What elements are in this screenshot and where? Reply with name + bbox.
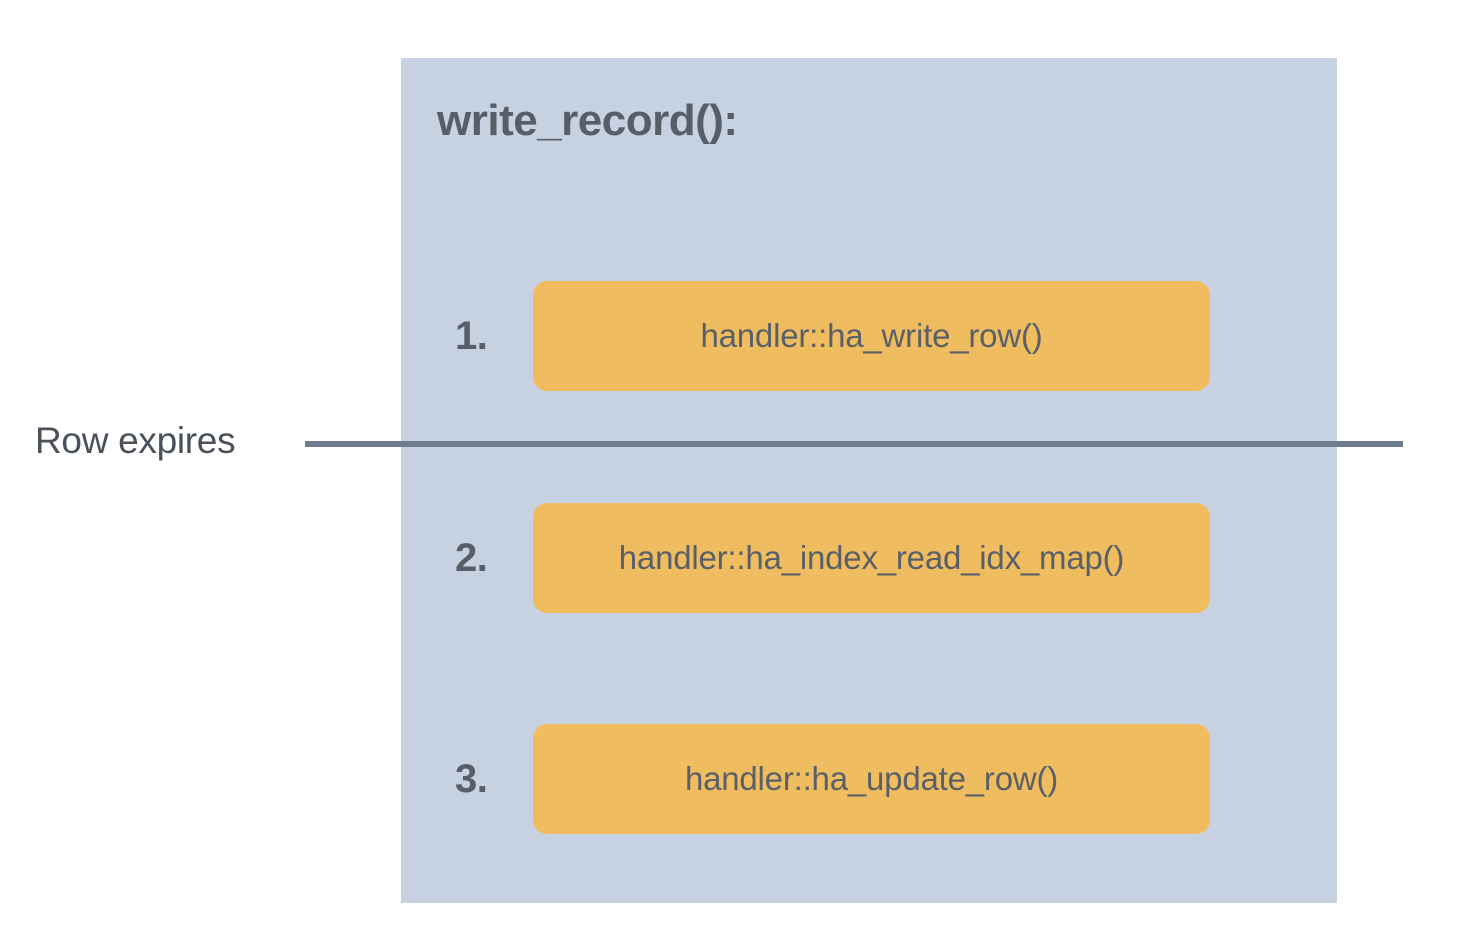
row-expires-line — [305, 441, 1403, 447]
step-row-1: 1. handler::ha_write_row() — [440, 281, 1210, 391]
step-box-3[interactable]: handler::ha_update_row() — [533, 724, 1210, 834]
row-expires-label: Row expires — [35, 420, 236, 461]
step-box-label-3: handler::ha_update_row() — [684, 760, 1059, 797]
step-row-2: 2. handler::ha_index_read_idx_map() — [440, 503, 1210, 613]
step-number-1: 1. — [455, 313, 488, 358]
step-row-3: 3. handler::ha_update_row() — [440, 724, 1210, 834]
step-box-label-1: handler::ha_write_row() — [700, 317, 1043, 354]
step-box-1[interactable]: handler::ha_write_row() — [533, 281, 1210, 391]
step-number-3: 3. — [455, 756, 488, 801]
step-box-2[interactable]: handler::ha_index_read_idx_map() — [533, 503, 1210, 613]
step-box-label-2: handler::ha_index_read_idx_map() — [618, 539, 1125, 576]
page-title: write_record(): — [437, 96, 738, 145]
step-number-2: 2. — [455, 535, 488, 580]
